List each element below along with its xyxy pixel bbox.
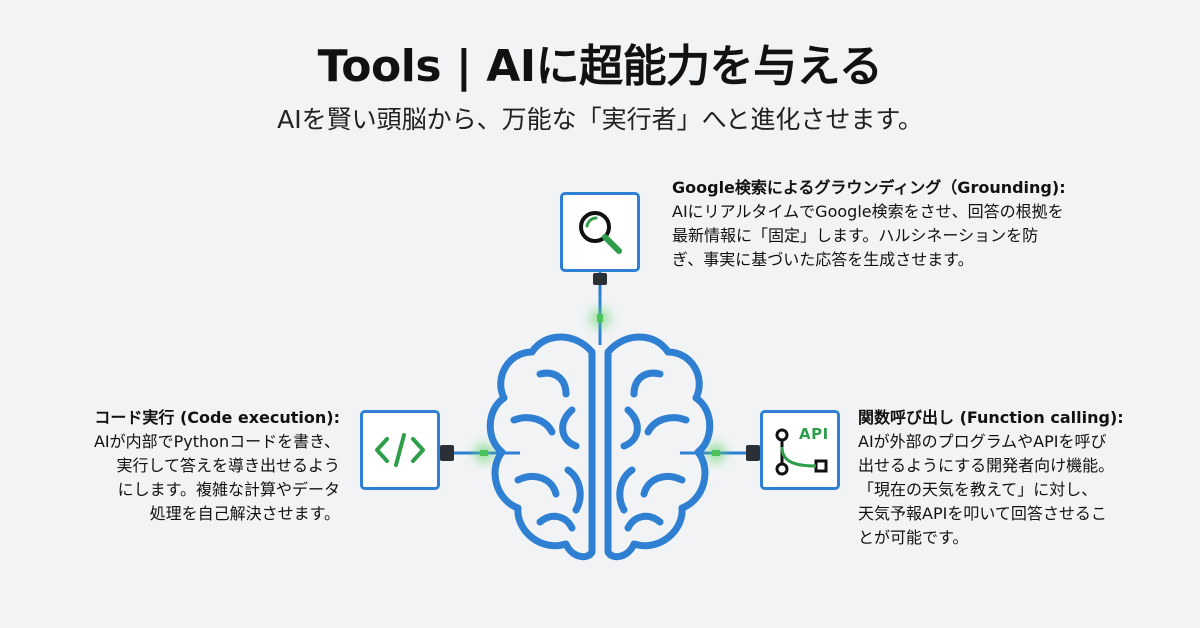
api-line: 出せるようにする開発者向け機能。	[858, 456, 1115, 475]
code-line: AIが内部でPythonコードを書き、	[93, 432, 340, 451]
search-heading: Google検索によるグラウンディング（Grounding):	[672, 178, 1066, 197]
api-line: 「現在の天気を教えて」に対し、	[858, 480, 1098, 499]
api-heading: 関数呼び出し (Function calling):	[858, 408, 1124, 427]
api-connector	[680, 443, 760, 463]
api-description: 関数呼び出し (Function calling): AIが外部のプログラムやA…	[858, 406, 1188, 550]
search-line: 最新情報に「固定」します。ハルシネーションを防	[672, 226, 1039, 245]
magnifier-icon	[579, 211, 622, 254]
page-title: Tools | AIに超能力を与える	[317, 41, 883, 92]
search-connector	[590, 272, 610, 345]
api-line: 天気予報APIを叩いて回答させるこ	[858, 504, 1107, 523]
code-description: コード実行 (Code execution): AIが内部でPythonコードを…	[40, 406, 340, 526]
code-line: 実行して答えを導き出せるよう	[116, 456, 340, 475]
code-line: にします。複雑な計算やデータ	[117, 480, 340, 499]
api-label: API	[799, 425, 829, 443]
api-line: AIが外部のプログラムやAPIを呼び	[858, 432, 1107, 451]
api-line: とが可能です。	[858, 528, 969, 547]
search-line: AIにリアルタイムでGoogle検索をさせ、回答の根拠を	[672, 202, 1064, 221]
search-description: Google検索によるグラウンディング（Grounding): AIにリアルタイ…	[672, 176, 1152, 272]
brain-icon	[486, 333, 714, 561]
search-tool-box	[560, 192, 640, 272]
search-line: ぎ、事実に基づいた応答を生成させます。	[672, 250, 974, 269]
api-flow-icon	[775, 428, 828, 476]
code-connector	[440, 443, 520, 463]
code-heading: コード実行 (Code execution):	[94, 408, 340, 427]
code-line: 処理を自己解決させます。	[149, 504, 340, 523]
code-tool-box	[360, 410, 440, 490]
api-tool-box: API	[760, 410, 840, 490]
page-subtitle: AIを賢い頭脳から、万能な「実行者」へと進化させます。	[277, 105, 923, 134]
code-brackets-icon	[375, 433, 425, 467]
